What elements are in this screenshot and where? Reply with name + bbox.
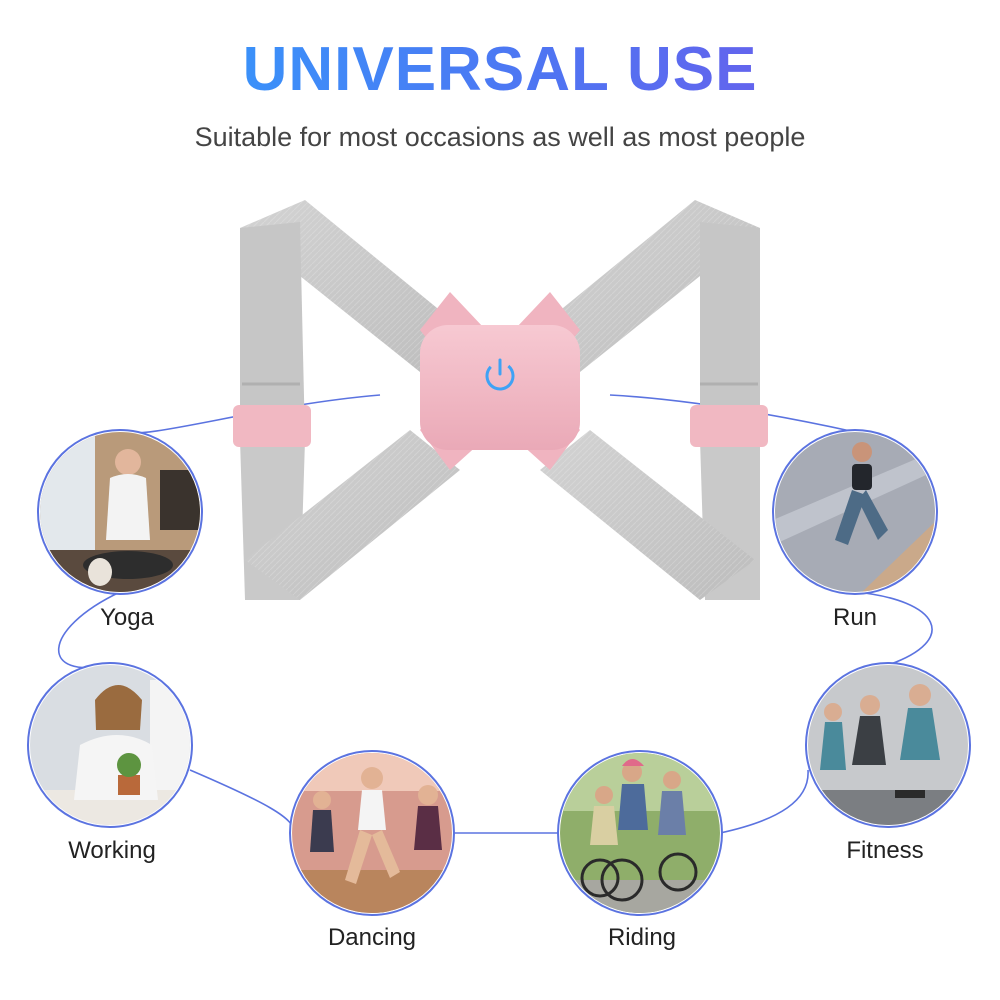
- label-dancing: Dancing: [327, 924, 417, 951]
- power-icon: [485, 358, 515, 391]
- photo-yoga: [37, 429, 203, 595]
- posture-strap: [240, 200, 760, 600]
- photo-riding: [557, 750, 723, 916]
- label-yoga: Yoga: [100, 604, 154, 631]
- label-working: Working: [68, 837, 156, 864]
- label-fitness: Fitness: [846, 837, 924, 864]
- photo-dancing: [289, 750, 455, 916]
- label-riding: Riding: [607, 924, 677, 951]
- page-title: UNIVERSAL USE: [0, 30, 1000, 110]
- sensor-device: [420, 292, 580, 470]
- photo-working: [27, 662, 193, 828]
- connector-ring: [57, 394, 933, 834]
- page-subtitle: Suitable for most occasions as well as m…: [194, 122, 806, 152]
- left-buckle: [233, 405, 311, 447]
- label-run: Run: [832, 604, 878, 631]
- photo-run: [772, 429, 938, 595]
- photo-fitness: [805, 662, 971, 828]
- right-buckle: [690, 405, 768, 447]
